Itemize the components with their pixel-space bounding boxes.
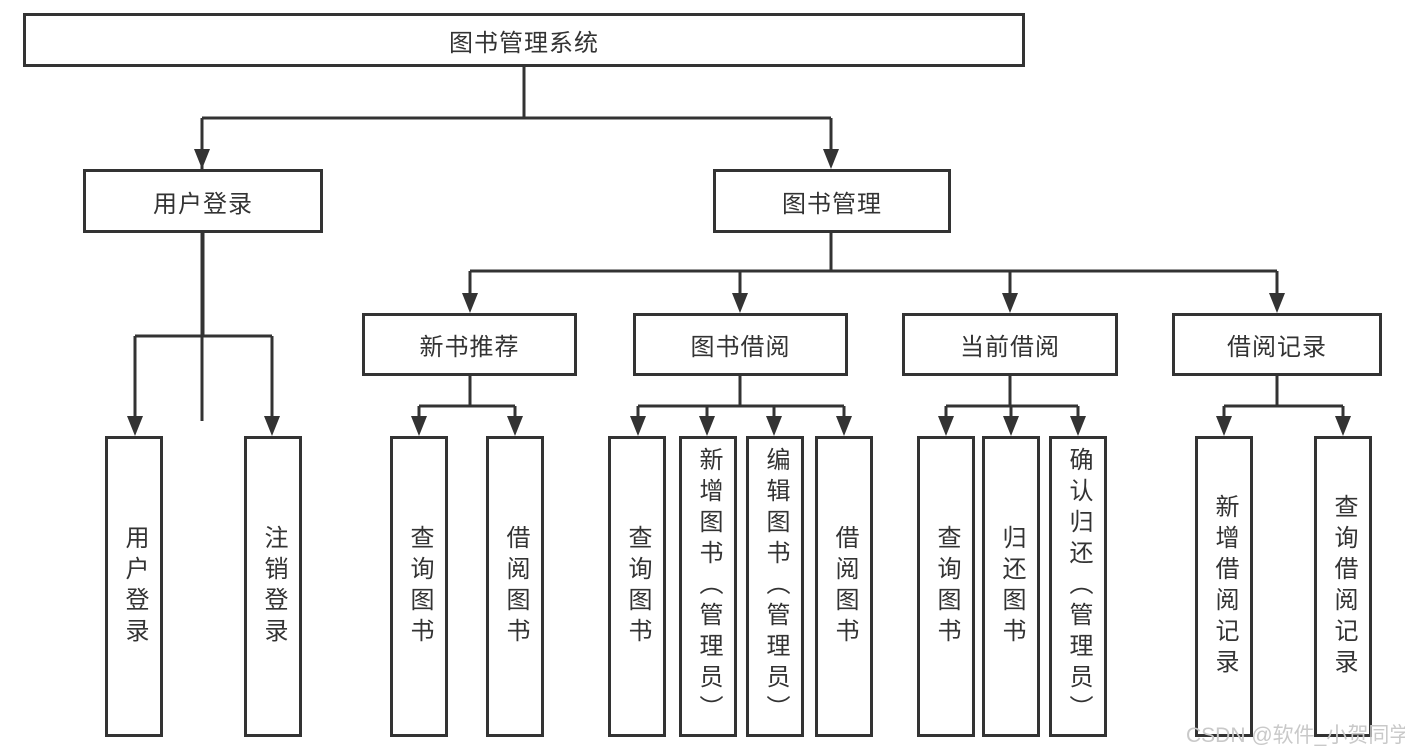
leaf-logout: 注销登录 [244,436,302,737]
leaf-label: 用户登录 [121,524,148,649]
leaf-borrow-books: 借阅图书 [815,436,873,737]
node-label: 借阅记录 [1227,334,1327,361]
leaf-return-book: 归还图书 [982,436,1040,737]
leaf-label: 查询借阅记录 [1330,493,1357,680]
node-label: 图书管理系统 [449,29,599,57]
node-borrow-records: 借阅记录 [1172,313,1382,376]
leaf-label: 新增借阅记录 [1211,493,1238,680]
node-user-login: 用户登录 [83,169,323,233]
leaf-label: 编辑图书（管理员） [762,447,789,726]
node-label: 当前借阅 [960,334,1060,361]
leaf-label: 注销登录 [260,524,287,649]
node-label: 图书管理 [782,190,882,218]
leaf-confirm-return-admin: 确认归还（管理员） [1049,436,1107,737]
leaf-add-book-admin: 新增图书（管理员） [679,436,737,737]
leaf-label: 借阅图书 [502,524,529,649]
node-label: 新书推荐 [419,334,520,361]
node-new-book-recommend: 新书推荐 [362,313,577,376]
leaf-query-books-recommend: 查询图书 [390,436,448,737]
node-current-borrow: 当前借阅 [902,313,1118,376]
arrowheads [127,149,1351,436]
leaf-label: 确认归还（管理员） [1065,447,1092,726]
node-label: 用户登录 [153,190,253,218]
leaf-label: 新增图书（管理员） [695,447,722,726]
leaf-label: 查询图书 [624,524,651,649]
node-label: 图书借阅 [690,334,791,361]
node-book-management: 图书管理 [713,169,951,233]
leaf-query-books-current: 查询图书 [917,436,975,737]
leaf-query-borrow-record: 查询借阅记录 [1314,436,1372,737]
leaf-label: 查询图书 [933,524,960,649]
csdn-watermark: CSDN @软件_小贺同学 [1186,724,1405,747]
leaf-label: 归还图书 [998,524,1025,649]
leaf-user-login: 用户登录 [105,436,163,737]
leaf-edit-book-admin: 编辑图书（管理员） [746,436,804,737]
leaf-label: 查询图书 [406,524,433,649]
node-book-borrow: 图书借阅 [633,313,848,376]
leaf-add-borrow-record: 新增借阅记录 [1195,436,1253,737]
leaf-query-books-borrow: 查询图书 [608,436,666,737]
leaf-borrow-books-recommend: 借阅图书 [486,436,544,737]
leaf-label: 借阅图书 [831,524,858,649]
node-library-system: 图书管理系统 [23,13,1025,67]
